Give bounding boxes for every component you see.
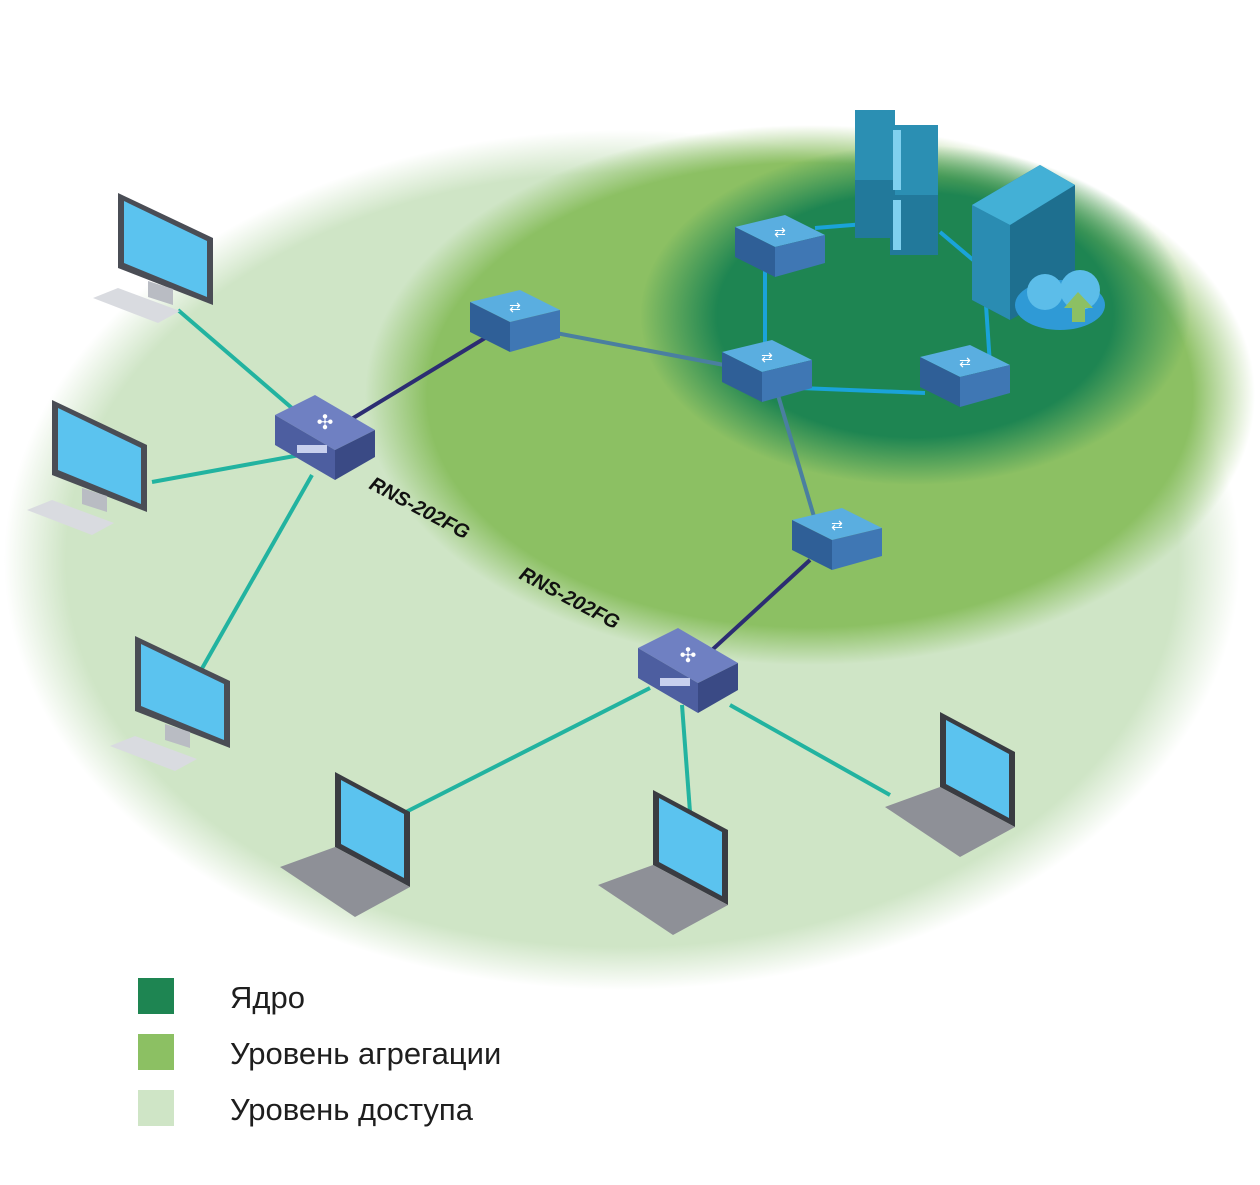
switch-core-center: ⇄ xyxy=(722,340,812,402)
cloud-upload-icon xyxy=(1015,270,1105,330)
desktop-1 xyxy=(93,193,213,323)
legend-label-core: Ядро xyxy=(230,980,305,1015)
desktop-2 xyxy=(27,400,147,535)
switch-core-top: ⇄ xyxy=(735,215,825,277)
svg-text:⇄: ⇄ xyxy=(761,349,773,365)
switch-agg-lower: ⇄ xyxy=(792,508,882,570)
switch-agg-left: ⇄ xyxy=(470,290,560,352)
legend-swatch-access xyxy=(138,1090,174,1126)
legend-label-access: Уровень доступа xyxy=(230,1092,473,1127)
laptop-2 xyxy=(598,790,728,935)
link-laptop-3 xyxy=(729,703,891,797)
uplinks xyxy=(348,333,812,652)
desktop-3 xyxy=(110,636,230,771)
core-links xyxy=(539,220,992,521)
laptop-1 xyxy=(280,772,410,917)
laptop-3 xyxy=(885,712,1015,857)
router-a: ✣ xyxy=(275,395,375,480)
link-desktop-2 xyxy=(151,453,301,484)
link-desktop-1 xyxy=(176,308,302,417)
access-links xyxy=(151,308,891,817)
router-b: ✣ xyxy=(638,628,738,713)
legend-swatch-core xyxy=(138,978,174,1014)
switch-core-right: ⇄ xyxy=(920,345,1010,407)
svg-text:⇄: ⇄ xyxy=(774,224,786,240)
legend-swatch-aggregation xyxy=(138,1034,174,1070)
uplink-router-b xyxy=(710,558,812,652)
link-laptop-1 xyxy=(399,686,651,817)
server-rack-small xyxy=(855,110,938,255)
uplink-router-a xyxy=(348,333,492,422)
svg-text:⇄: ⇄ xyxy=(959,354,971,370)
link-laptop-2 xyxy=(680,704,692,813)
link-desktop-3 xyxy=(198,474,314,673)
legend-label-aggregation: Уровень агрегации xyxy=(230,1036,502,1071)
svg-text:⇄: ⇄ xyxy=(831,517,843,533)
svg-text:✣: ✣ xyxy=(680,645,697,667)
svg-text:⇄: ⇄ xyxy=(509,299,521,315)
svg-text:✣: ✣ xyxy=(317,412,334,434)
